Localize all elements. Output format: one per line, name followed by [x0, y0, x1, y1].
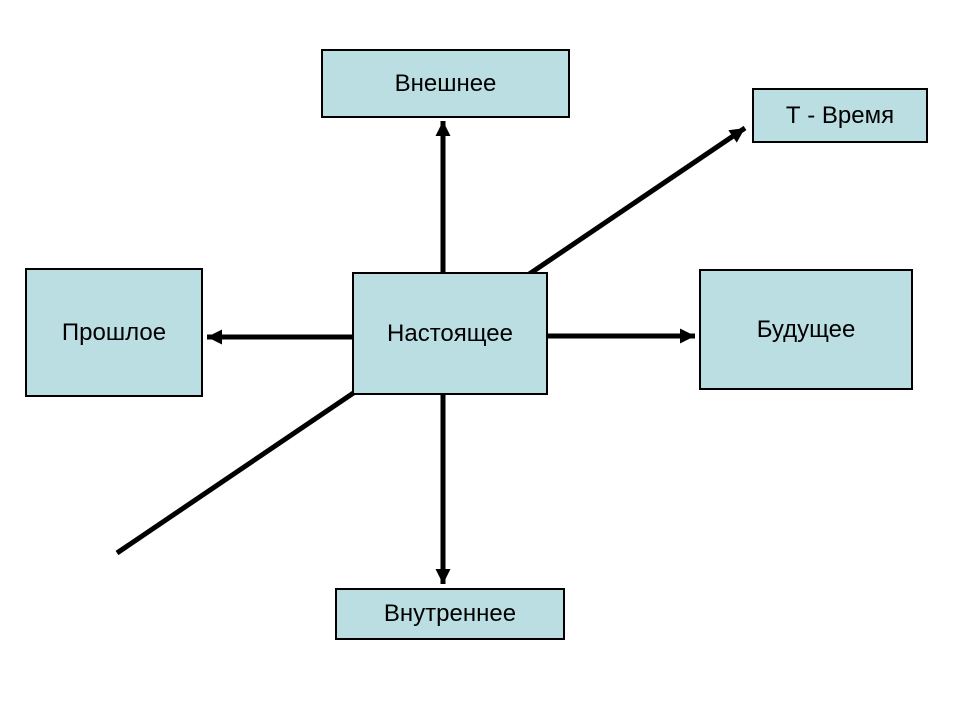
- node-past: Прошлое: [25, 268, 203, 397]
- node-present-label: Настоящее: [387, 319, 513, 347]
- node-future-label: Будущее: [756, 315, 856, 343]
- node-time: Т - Время: [752, 88, 928, 143]
- node-internal: Внутреннее: [335, 588, 565, 640]
- node-time-label: Т - Время: [785, 101, 895, 129]
- node-external: Внешнее: [321, 49, 570, 118]
- node-past-label: Прошлое: [61, 318, 167, 346]
- node-internal-label: Внутреннее: [383, 600, 517, 628]
- node-future: Будущее: [699, 269, 913, 390]
- node-present: Настоящее: [352, 272, 548, 395]
- node-external-label: Внешнее: [394, 69, 497, 97]
